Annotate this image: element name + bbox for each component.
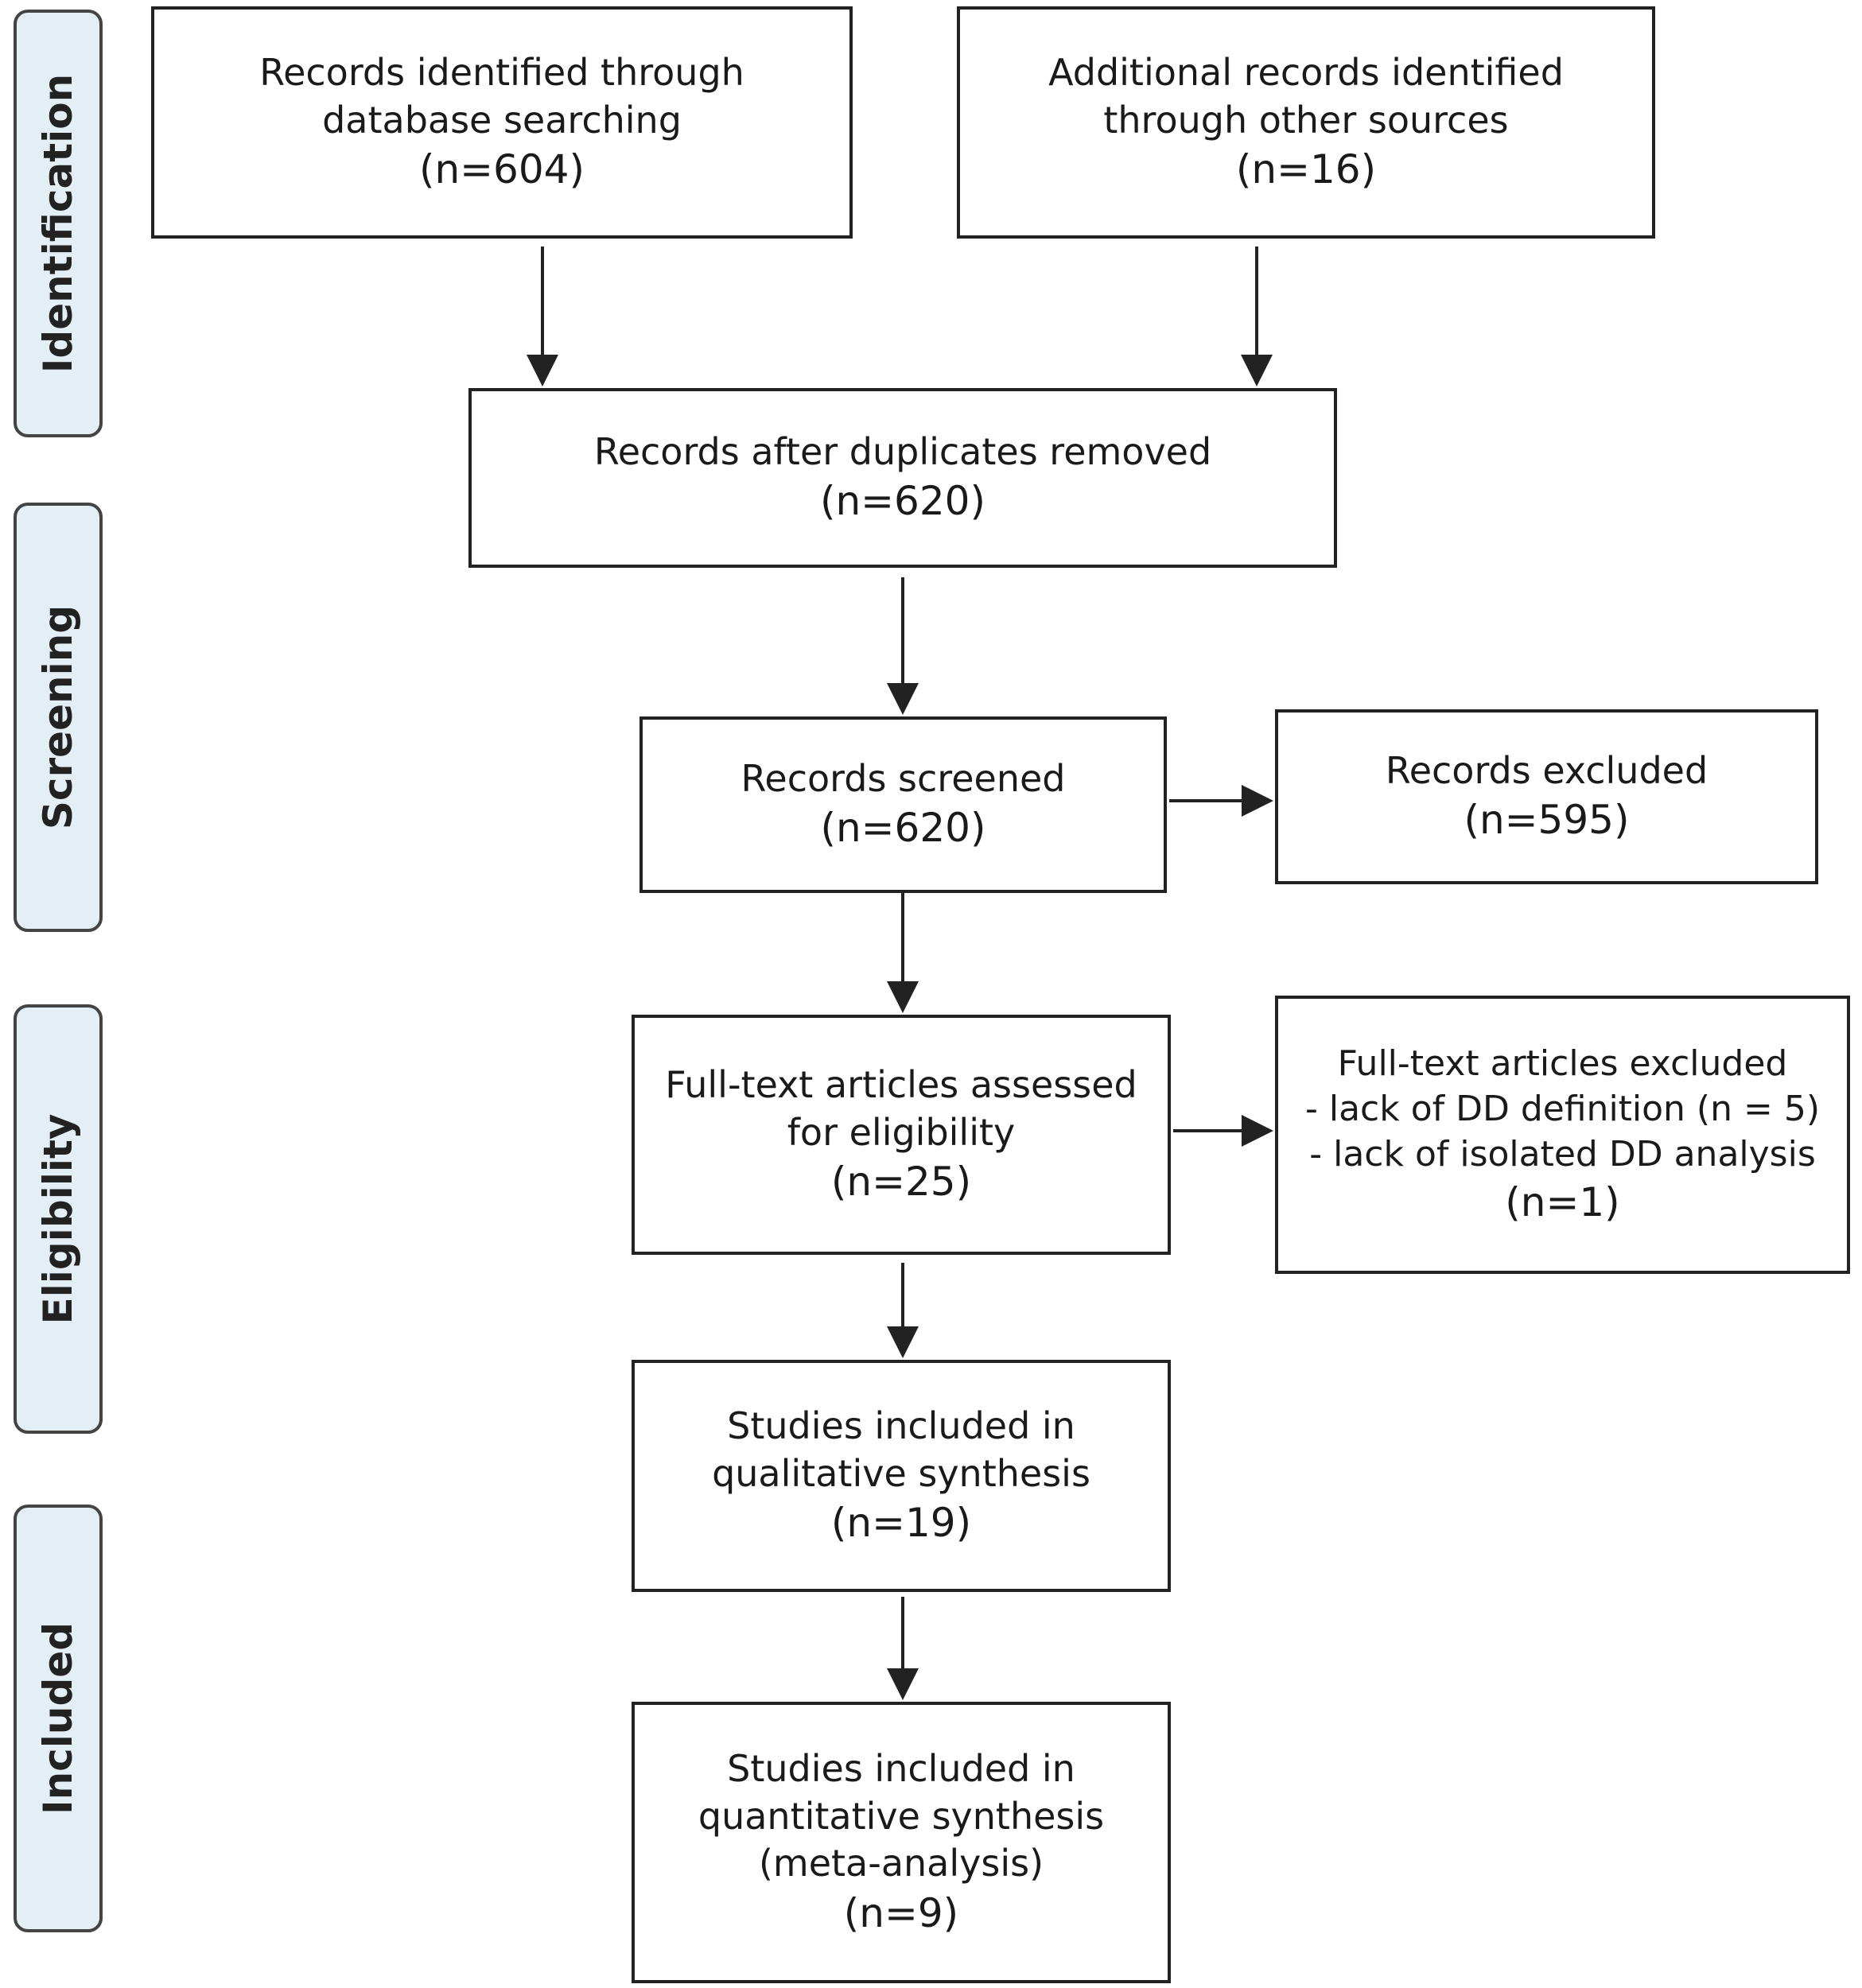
box-line: Studies included in	[727, 1404, 1075, 1447]
box-line: (meta-analysis)	[758, 1842, 1044, 1885]
box-line: Full-text articles excluded	[1337, 1043, 1788, 1084]
box-count: (n=620)	[819, 478, 986, 525]
box-line: Records excluded	[1385, 748, 1708, 792]
stage-screening: Screening	[14, 503, 103, 932]
box-line: qualitative synthesis	[712, 1451, 1090, 1495]
box-count: (n=595)	[1464, 797, 1630, 844]
box-other-sources: Additional records identified through ot…	[957, 6, 1655, 239]
stage-included: Included	[14, 1505, 103, 1932]
box-records-excluded: Records excluded (n=595)	[1275, 709, 1818, 884]
box-line: Additional records identified	[1048, 50, 1564, 94]
box-records-screened: Records screened (n=620)	[639, 716, 1167, 893]
box-line: - lack of isolated DD analysis	[1309, 1134, 1816, 1175]
box-fulltext-assessed: Full-text articles assessed for eligibil…	[632, 1015, 1171, 1255]
box-count: (n=16)	[1235, 146, 1377, 193]
box-count: (n=620)	[820, 805, 986, 852]
box-count: (n=9)	[843, 1890, 959, 1937]
box-line: Records screened	[741, 756, 1066, 800]
stage-eligibility: Eligibility	[14, 1004, 103, 1434]
box-after-duplicates: Records after duplicates removed (n=620)	[468, 388, 1337, 568]
box-line: Records identified through	[259, 50, 744, 94]
box-quantitative-synthesis: Studies included in quantitative synthes…	[632, 1702, 1171, 1983]
box-count: (n=1)	[1505, 1179, 1620, 1226]
box-line: quantitative synthesis	[698, 1794, 1105, 1838]
box-database-search: Records identified through database sear…	[151, 6, 853, 239]
box-count: (n=19)	[830, 1500, 972, 1547]
box-line: - lack of DD definition (n = 5)	[1304, 1088, 1820, 1129]
box-line: Studies included in	[727, 1746, 1075, 1790]
box-qualitative-synthesis: Studies included in qualitative synthesi…	[632, 1360, 1171, 1592]
box-line: Full-text articles assessed	[665, 1062, 1137, 1106]
stage-identification: Identification	[14, 10, 103, 437]
box-count: (n=604)	[418, 146, 585, 193]
box-line: through other sources	[1103, 98, 1509, 142]
box-line: Records after duplicates removed	[593, 429, 1212, 473]
box-line: database searching	[322, 98, 682, 142]
box-line: for eligibility	[787, 1110, 1016, 1154]
box-count: (n=25)	[830, 1159, 972, 1206]
box-fulltext-excluded: Full-text articles excluded - lack of DD…	[1275, 996, 1850, 1274]
